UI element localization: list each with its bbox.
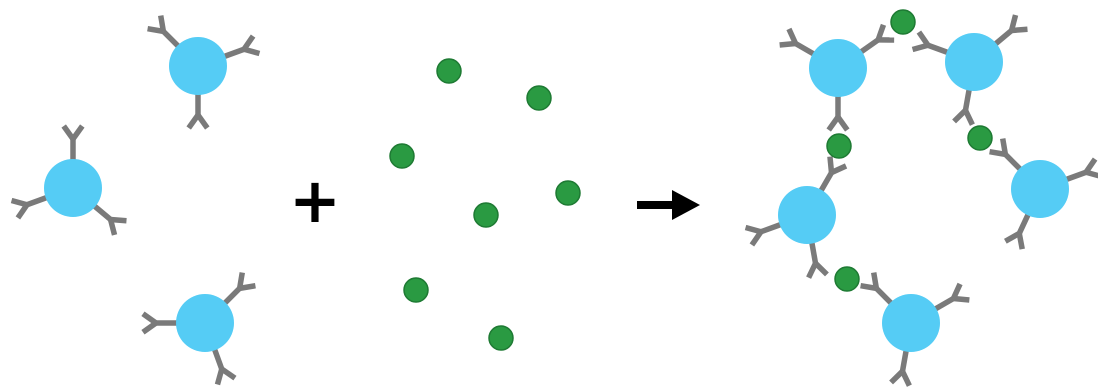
antibody-icon [932,282,970,313]
particle [882,294,940,352]
antigen-dot [473,202,499,228]
particle [1011,160,1069,218]
particle [176,294,234,352]
antibody-icon [91,202,127,236]
particle [44,159,102,217]
particle [778,186,836,244]
antibody-icon [221,272,256,307]
antibody-icon [147,15,182,50]
antigen-dot [555,180,581,206]
antibody-icon [744,221,784,247]
antibody-icon [857,23,895,56]
antibody-icon [1063,157,1098,183]
antibody-icon [141,311,179,335]
antibody-icon [211,346,237,386]
antibody-icon [779,27,817,58]
antibody-icon [1004,211,1032,250]
antibody-icon [10,194,50,220]
antibody-icon [992,14,1028,48]
antibody-icon [186,92,210,130]
antibody-icon [889,348,912,387]
particle [169,37,227,95]
antibody-icon [952,87,975,126]
antibody-icon [860,272,895,307]
antibody-icon [61,124,85,162]
plus-sign: + [289,164,341,237]
antigen-dot [834,266,860,292]
antibody-icon [826,94,850,132]
particle [945,33,1003,91]
antibody-icon [911,30,951,56]
antibody-icon [989,138,1024,173]
particle [809,39,867,97]
antigen-dot [436,58,462,84]
antigen-dot [890,9,916,35]
antigen-dot [526,85,552,111]
antibody-icon [806,240,829,279]
antigen-dot [967,125,993,151]
antigen-dot [403,277,429,303]
antigen-dot [389,143,415,169]
antigen-dot [488,325,514,351]
antigen-dot [826,133,852,159]
antibody-icon [221,34,261,60]
antibody-icon [817,156,848,194]
right-arrow-icon [637,190,700,220]
